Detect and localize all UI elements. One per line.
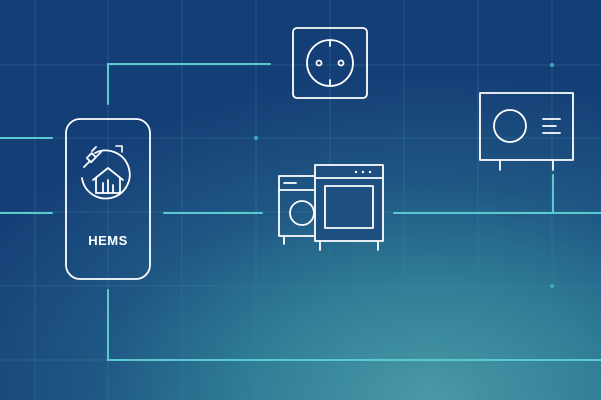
plug-icon	[81, 145, 131, 200]
heat-pump-icon	[479, 92, 574, 171]
power-socket-icon	[292, 27, 368, 99]
line-bottom-loop	[107, 289, 601, 361]
smartphone-icon	[65, 118, 151, 280]
washing-machine-icon	[278, 175, 326, 245]
home-icon	[92, 167, 124, 194]
hems-label: HEMS	[88, 233, 128, 248]
oven-icon	[314, 164, 384, 251]
line-to-socket	[107, 63, 271, 105]
